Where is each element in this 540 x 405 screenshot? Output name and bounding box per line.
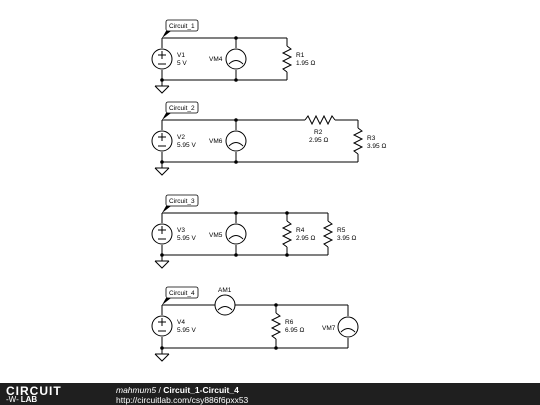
resistor-r6[interactable] [270,312,282,340]
node-dot [160,253,164,257]
circuit-tag-label: Circuit_1 [169,23,195,30]
logo-lab: LAB [20,395,38,404]
voltmeter-name: VM7 [322,325,336,332]
resistor-value: 3.95 Ω [367,143,386,150]
voltmeter-name: VM6 [209,138,223,145]
ammeter-name: AM1 [218,287,232,294]
voltage-source-v1[interactable] [151,48,173,70]
source-value: 5.95 V [177,327,196,334]
circuit-4 [151,294,359,362]
circuit-tag-label: Circuit_2 [169,105,195,112]
resistor-name: R5 [337,227,346,234]
source-name: V2 [177,134,185,141]
node-dot [274,303,278,307]
circuit-1 [151,37,293,94]
source-name: V1 [177,52,185,59]
resistor-name: R4 [296,227,305,234]
node-dot [285,253,289,257]
voltmeter-name: VM4 [209,56,223,63]
resistor-name: R3 [367,135,376,142]
voltmeter-vm4[interactable] [225,48,247,70]
voltmeter-vm6[interactable] [225,130,247,152]
voltmeter-vm7[interactable] [337,316,359,338]
schematic-canvas: Circuit_1 V1 5 V VM4 R1 1.95 Ω Circuit_2… [151,19,386,362]
resistor-value: 2.95 Ω [309,137,328,144]
circuit-2 [151,114,364,176]
resistor-value: 3.95 Ω [337,235,356,242]
node-dot [160,346,164,350]
node-dot [160,78,164,82]
resistor-r4[interactable] [281,220,293,248]
circuitlab-logo[interactable]: CIRCUIT -W-LAB [6,384,92,404]
resistor-name: R2 [314,129,323,136]
node-dot [274,346,278,350]
circuit-tag-2[interactable]: Circuit_2 [162,101,199,120]
node-dot [160,160,164,164]
node-dot [234,253,238,257]
resistor-value: 6.95 Ω [285,327,304,334]
voltage-source-v3[interactable] [151,223,173,245]
ground-symbol-1 [154,85,170,94]
voltage-source-v4[interactable] [151,315,173,337]
resistor-name: R1 [296,52,305,59]
ground-symbol-4 [154,353,170,362]
source-name: V4 [177,319,185,326]
author-link[interactable]: mahmum5 [116,385,157,395]
node-dot [234,36,238,40]
ammeter-am1[interactable] [214,294,236,316]
node-dot [285,211,289,215]
resistor-r2[interactable] [304,114,336,126]
logo-text-bottom: -W-LAB [6,395,37,404]
circuit-title[interactable]: Circuit_1-Circuit_4 [163,385,239,395]
credit-separator: / [156,385,164,395]
circuit-tag-label: Circuit_4 [169,290,195,297]
logo-wave: -W- [6,395,19,404]
circuit-credit: mahmum5 / Circuit_1-Circuit_4 [116,385,239,395]
node-dot [234,118,238,122]
ground-symbol-3 [154,260,170,269]
voltage-source-v2[interactable] [151,130,173,152]
ground-symbol-2 [154,167,170,176]
circuit-tag-label: Circuit_3 [169,198,195,205]
circuit-tag-4[interactable]: Circuit_4 [162,286,199,305]
node-dot [234,78,238,82]
resistor-r5[interactable] [322,220,334,248]
resistor-name: R6 [285,319,294,326]
node-dot [234,211,238,215]
voltmeter-name: VM5 [209,232,223,239]
logo-text-top: CIRCUIT [6,384,62,398]
resistor-r1[interactable] [281,45,293,73]
footer-bar: CIRCUIT -W-LAB mahmum5 / Circuit_1-Circu… [0,383,540,405]
circuit-tag-1[interactable]: Circuit_1 [162,19,199,38]
circuit-url[interactable]: http://circuitlab.com/csy886f6pxx53 [116,395,249,405]
source-value: 5 V [177,60,187,67]
resistor-r3[interactable] [352,127,364,155]
resistor-value: 2.95 Ω [296,235,315,242]
source-value: 5.95 V [177,235,196,242]
node-dot [234,160,238,164]
resistor-value: 1.95 Ω [296,60,315,67]
circuit-tag-3[interactable]: Circuit_3 [162,194,199,213]
voltmeter-vm5[interactable] [225,223,247,245]
source-value: 5.95 V [177,142,196,149]
source-name: V3 [177,227,185,234]
